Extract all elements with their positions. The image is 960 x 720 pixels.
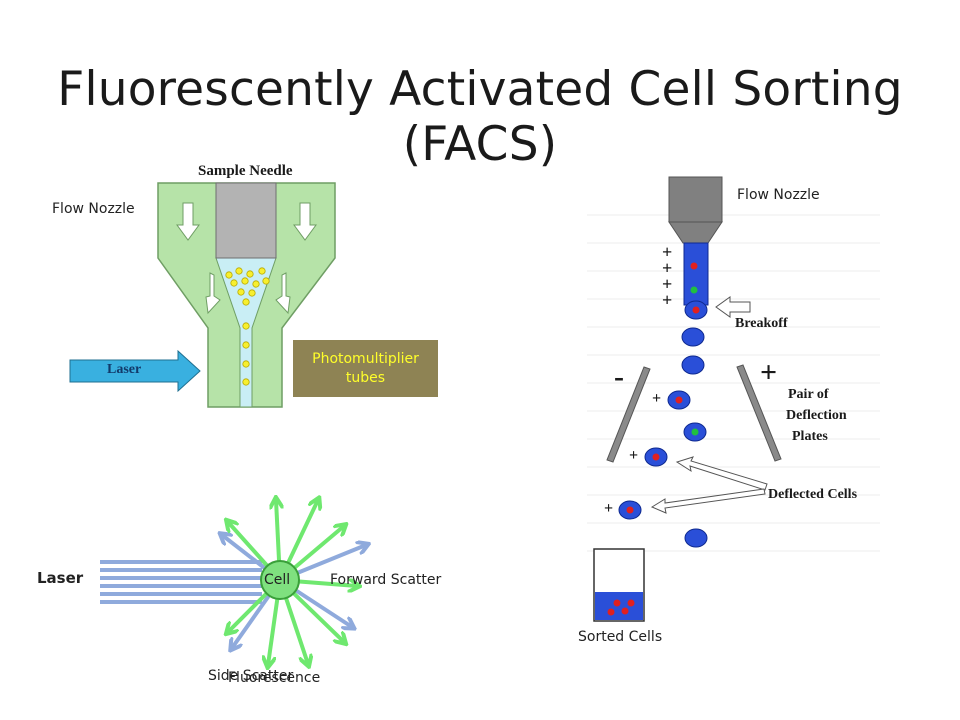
nozzle-charge-2: + bbox=[662, 258, 673, 278]
forward-scatter-label: Forward Scatter bbox=[330, 572, 442, 588]
fluorescence-label: Fluorescence bbox=[228, 670, 321, 686]
deflection-plate-negative bbox=[606, 366, 651, 463]
droplet-charge-1: + bbox=[652, 390, 662, 407]
plate-negative-symbol: - bbox=[614, 360, 624, 393]
plate-positive-symbol: + bbox=[760, 356, 778, 389]
sorter-stream bbox=[683, 242, 709, 306]
deflection-plate-positive bbox=[736, 364, 782, 462]
deflected-cells-arrow-2 bbox=[650, 488, 766, 514]
droplet-charge-3: + bbox=[604, 500, 614, 517]
breakoff-arrow bbox=[715, 296, 751, 318]
scatter-laser-label: Laser bbox=[37, 569, 84, 587]
deflection-plates-label-1: Pair of bbox=[788, 387, 829, 402]
photomultiplier-tubes-box: Photomultiplier tubes bbox=[293, 340, 438, 397]
scatter-diagram bbox=[100, 500, 366, 665]
deflected-cells-arrow-1 bbox=[675, 456, 768, 491]
scatter-cell bbox=[260, 560, 300, 600]
laser-arrow-label: Laser bbox=[107, 362, 142, 377]
sample-needle-label: Sample Needle bbox=[198, 163, 293, 179]
photomultiplier-tubes-label: Photomultiplier tubes bbox=[312, 350, 419, 386]
side-scatter-label: Side Scatter bbox=[208, 668, 294, 684]
sorter-diagram bbox=[587, 176, 880, 622]
nozzle-charge-3: + bbox=[662, 274, 673, 294]
cell-label: Cell bbox=[264, 572, 291, 588]
sorter-background-lines bbox=[587, 214, 880, 552]
nozzle-charge-4: + bbox=[662, 290, 673, 310]
deflection-plates-label-3: Plates bbox=[792, 429, 828, 444]
sheath-flow-arrows bbox=[176, 202, 317, 315]
nozzle-cells bbox=[225, 267, 270, 386]
sorter-nozzle-taper bbox=[668, 221, 723, 244]
laser-beam-lines bbox=[100, 560, 262, 604]
laser-arrow bbox=[69, 349, 201, 393]
flow-nozzle-label-right: Flow Nozzle bbox=[737, 187, 820, 203]
breakoff-label: Breakoff bbox=[735, 316, 788, 331]
deflected-cells-label: Deflected Cells bbox=[768, 487, 858, 502]
sorted-cells-label: Sorted Cells bbox=[578, 629, 663, 645]
droplet-charge-2: + bbox=[629, 447, 639, 464]
deflection-plates-label-2: Deflection bbox=[786, 408, 847, 423]
slide-title: Fluorescently Activated Cell Sorting (FA… bbox=[57, 62, 903, 172]
sorter-nozzle-head bbox=[668, 176, 723, 223]
nozzle-charge-1: + bbox=[662, 242, 673, 262]
sorted-cells-liquid bbox=[595, 592, 643, 620]
nozzle-diagram bbox=[69, 182, 336, 408]
sample-needle bbox=[215, 182, 277, 259]
flow-nozzle-label-left: Flow Nozzle bbox=[52, 201, 135, 217]
